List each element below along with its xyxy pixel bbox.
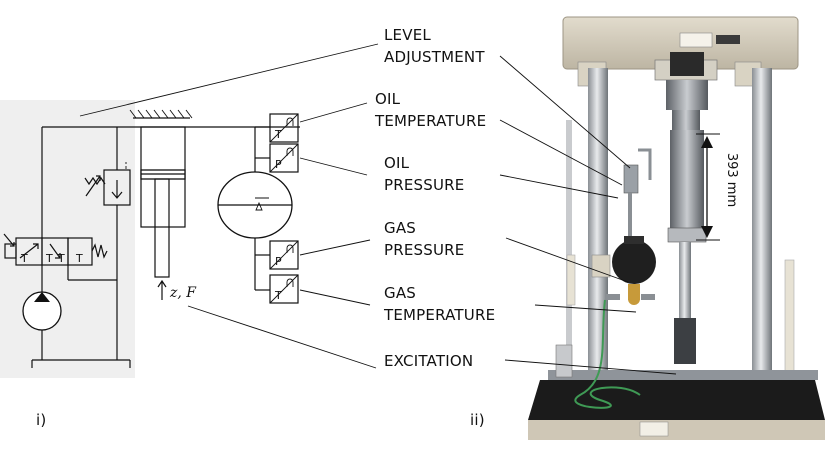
sensor-oil-temperature: T xyxy=(255,113,299,143)
dimension-label: 393 mm xyxy=(724,153,739,207)
sensor-symbol-3: P xyxy=(275,255,282,268)
accumulator-symbol xyxy=(217,127,293,290)
leader-lines xyxy=(79,43,677,375)
pump-symbol xyxy=(22,291,62,331)
force-label: z, F xyxy=(169,285,197,301)
valve-letter-2: T xyxy=(45,252,53,265)
dimension-arrow: 393 mm xyxy=(696,133,739,241)
callout-excitation: EXCITATION xyxy=(384,352,473,370)
panel-label-right: ii) xyxy=(470,411,485,429)
callout-oil-temp-line1: OIL xyxy=(375,90,401,108)
valve-letter-4: T xyxy=(75,252,83,265)
sensor-symbol-4: T xyxy=(274,289,282,302)
schematic-panel: T T T T z, F xyxy=(0,100,300,429)
callout-oil-press-line2: PRESSURE xyxy=(384,176,464,194)
callout-gas-temp-line1: GAS xyxy=(384,284,416,302)
callout-level-line2: ADJUSTMENT xyxy=(384,48,485,66)
panel-label-left: i) xyxy=(36,411,46,429)
callout-oil-press-line1: OIL xyxy=(384,154,410,172)
valve-letter-3: T xyxy=(57,252,65,265)
callout-gas-press-line2: PRESSURE xyxy=(384,241,464,259)
sensor-gas-pressure: P xyxy=(255,240,299,270)
callout-gas-press-line1: GAS xyxy=(384,219,416,237)
callout-labels: LEVEL ADJUSTMENT OIL TEMPERATURE OIL PRE… xyxy=(374,26,495,370)
cylinder-symbol: z, F xyxy=(129,109,197,301)
sensor-oil-pressure: P xyxy=(255,143,299,173)
sensor-symbol-2: P xyxy=(275,158,282,171)
sensor-gas-temperature: T xyxy=(255,274,299,304)
test-rig-photo: 393 mm ii) xyxy=(470,16,825,440)
sensor-symbol-1: T xyxy=(274,128,282,141)
callout-gas-temp-line2: TEMPERATURE xyxy=(383,306,495,324)
callout-oil-temp-line2: TEMPERATURE xyxy=(374,112,486,130)
relief-valve-symbol xyxy=(84,162,131,206)
directional-valve-symbol: T T T T xyxy=(3,233,108,266)
callout-level-line1: LEVEL xyxy=(384,26,431,44)
valve-letter-1: T xyxy=(20,252,28,265)
